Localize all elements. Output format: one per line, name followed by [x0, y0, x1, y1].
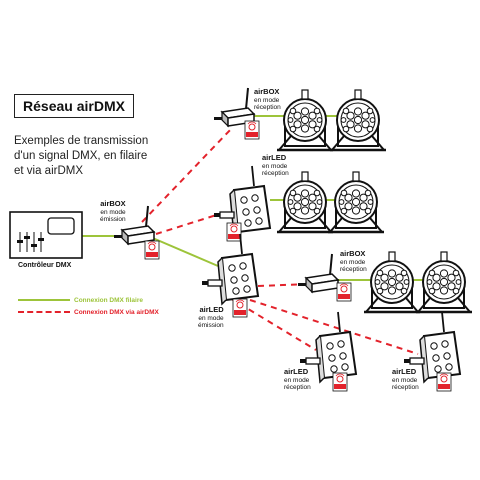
controller-label: Contrôleur DMX — [18, 262, 72, 269]
wire-airbox-emit-airled — [147, 235, 219, 267]
wifi-badge-icon — [226, 222, 242, 242]
par-light-icon — [275, 170, 335, 234]
legend-wireless: Connexion DMX via airDMX — [18, 306, 159, 318]
wifi-badge-icon — [332, 372, 348, 392]
par-light-icon — [362, 250, 422, 314]
wifi-badge-icon — [244, 120, 260, 140]
par-light-icon — [414, 250, 474, 314]
legend: Connexion DMX filaire Connexion DMX via … — [18, 294, 159, 318]
wifi-badge-icon — [232, 298, 248, 318]
dmx-controller — [9, 211, 83, 259]
diagram-title: Réseau airDMX — [14, 94, 134, 118]
wifi-badge-icon — [436, 372, 452, 392]
wifi-link-3 — [257, 283, 311, 287]
airbox-mid-icon — [297, 253, 339, 293]
airled-emit-icon — [201, 233, 259, 305]
par-light-icon — [328, 88, 388, 152]
wifi-badge-icon — [144, 240, 160, 260]
wifi-link-5 — [249, 299, 419, 355]
wifi-badge-icon — [336, 282, 352, 302]
diagram-subtitle: Exemples de transmission d'un signal DMX… — [14, 135, 149, 177]
par-light-icon — [326, 170, 386, 234]
legend-wired: Connexion DMX filaire — [18, 294, 159, 306]
par-light-icon — [275, 88, 335, 152]
airbox-top-icon — [213, 87, 255, 127]
wifi-link-2 — [155, 211, 227, 235]
